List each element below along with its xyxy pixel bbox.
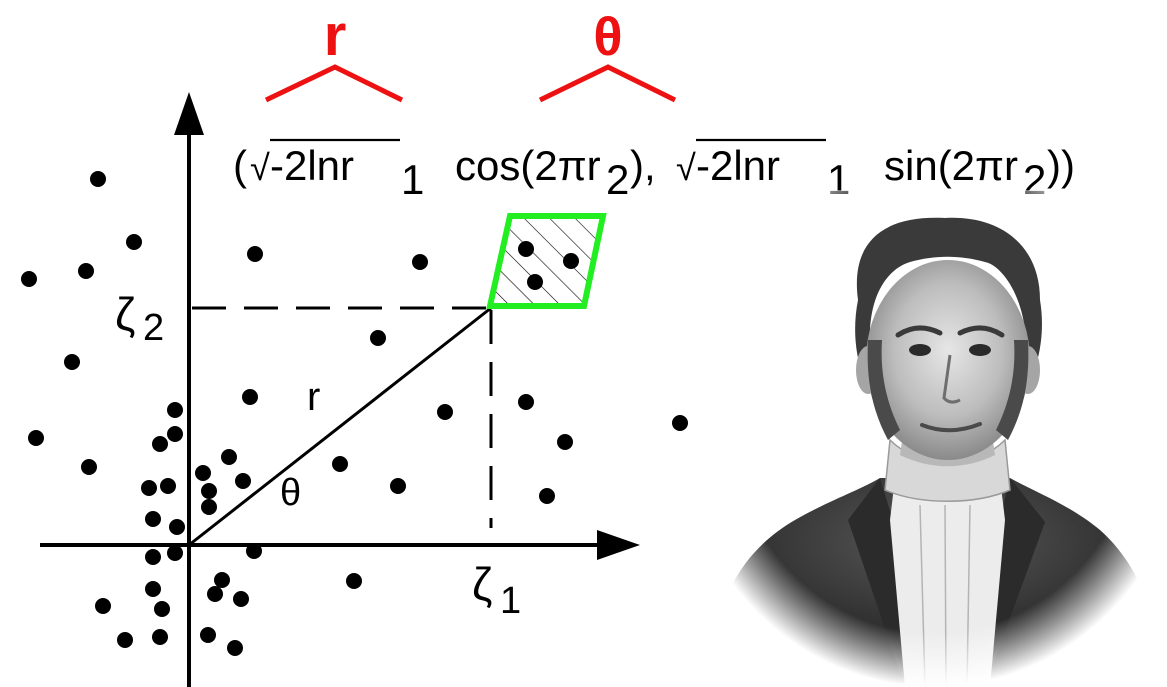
radius-line bbox=[188, 306, 492, 547]
hatched-area bbox=[491, 216, 603, 306]
scatter-dot bbox=[167, 426, 183, 442]
scatter-dot bbox=[518, 394, 534, 410]
formula-sqrt-sign-1: √ bbox=[250, 147, 270, 188]
y-axis-arrowhead bbox=[174, 92, 204, 135]
scatter-dot bbox=[227, 640, 243, 656]
scatter-dot bbox=[390, 478, 406, 494]
box-muller-formula: ( √ -2lnr 1 cos(2πr 2 ), √ -2lnr 1 sin(2… bbox=[233, 138, 1075, 203]
scatter-dot bbox=[145, 549, 161, 565]
scatter-dot bbox=[154, 601, 170, 617]
scatter-dot bbox=[563, 253, 579, 269]
scatter-dot bbox=[370, 330, 386, 346]
scatter-dot bbox=[539, 488, 555, 504]
scatter-dot bbox=[28, 430, 44, 446]
scatter-dot bbox=[518, 241, 534, 257]
scatter-dot bbox=[221, 449, 237, 465]
scatter-dot bbox=[117, 632, 133, 648]
scatter-dot bbox=[207, 586, 223, 602]
scatter-dot bbox=[242, 389, 258, 405]
formula-open-paren: ( bbox=[233, 142, 247, 189]
formula-sqrt-sign-2: √ bbox=[676, 147, 696, 188]
scatter-dot bbox=[200, 627, 216, 643]
scatter-dot bbox=[346, 573, 362, 589]
angle-label: θ bbox=[280, 472, 301, 514]
scatter-dot bbox=[126, 234, 142, 250]
scatter-dot bbox=[152, 436, 168, 452]
radius-label: r bbox=[307, 375, 320, 419]
highlight-box bbox=[486, 213, 607, 309]
formula-close-sin: )) bbox=[1047, 142, 1075, 189]
brace-r: r bbox=[264, 3, 404, 103]
scatter-dot bbox=[437, 404, 453, 420]
formula-close-cos: ), bbox=[630, 142, 656, 189]
scatter-dot bbox=[167, 545, 183, 561]
zeta1-subscript: 1 bbox=[500, 580, 521, 622]
scatter-dot bbox=[64, 354, 80, 370]
scatter-dot bbox=[160, 478, 176, 494]
zeta2-symbol: ζ bbox=[115, 288, 135, 340]
coordinate-axes bbox=[40, 92, 640, 687]
highlight-region bbox=[486, 213, 607, 309]
scatter-points bbox=[21, 171, 688, 656]
scatter-dot bbox=[201, 483, 217, 499]
x-axis-arrowhead bbox=[597, 530, 640, 560]
formula-sub-1a: 1 bbox=[401, 156, 424, 203]
scatter-dot bbox=[145, 581, 161, 597]
scatter-dot bbox=[235, 473, 251, 489]
scatter-dot bbox=[247, 246, 263, 262]
scatter-dot bbox=[557, 434, 573, 450]
scatter-dot bbox=[81, 459, 97, 475]
scatter-dot bbox=[21, 271, 37, 287]
zeta2-label: ζ 2 bbox=[115, 288, 164, 349]
scatter-dot bbox=[332, 456, 348, 472]
scatter-dot bbox=[233, 591, 249, 607]
brace-theta: θ bbox=[538, 7, 677, 103]
scatter-dot bbox=[90, 171, 106, 187]
formula-cos: cos(2πr bbox=[455, 142, 601, 189]
scatter-dot bbox=[141, 480, 157, 496]
scatter-dot bbox=[95, 598, 111, 614]
scatter-dot bbox=[246, 543, 262, 559]
formula-radicand-2: -2lnr bbox=[696, 142, 780, 189]
scatter-dot bbox=[527, 274, 543, 290]
formula-sub-2a: 2 bbox=[606, 156, 629, 203]
scatter-dot bbox=[201, 499, 217, 515]
engraved-portrait-of-man bbox=[700, 190, 1167, 687]
zeta2-subscript: 2 bbox=[143, 307, 164, 349]
scatter-dot bbox=[169, 519, 185, 535]
scatter-dot bbox=[195, 465, 211, 481]
scatter-dot bbox=[672, 415, 688, 431]
formula-sin: sin(2πr bbox=[884, 142, 1018, 189]
scatter-dot bbox=[78, 263, 94, 279]
scatter-dot bbox=[412, 254, 428, 270]
scatter-dot bbox=[167, 402, 183, 418]
brace-label-r: r bbox=[324, 3, 347, 68]
brace-label-theta: θ bbox=[593, 7, 622, 67]
scatter-dot bbox=[152, 629, 168, 645]
scatter-dot bbox=[214, 572, 230, 588]
formula-radicand-1: -2lnr bbox=[270, 142, 354, 189]
zeta1-symbol: ζ bbox=[472, 558, 492, 610]
zeta1-label: ζ 1 bbox=[472, 558, 521, 622]
scatter-dot bbox=[145, 511, 161, 527]
